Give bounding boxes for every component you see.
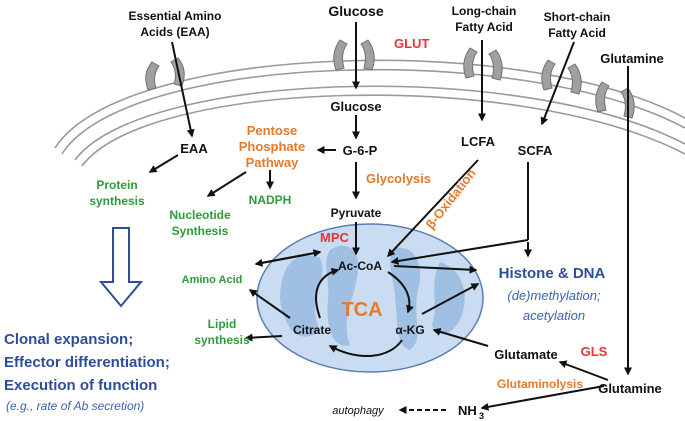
lipid-synthesis-label-2: synthesis — [194, 333, 250, 347]
ppp-label-2: Phosphate — [239, 139, 305, 154]
pathway-arrows — [148, 22, 632, 414]
nh3-label: NH — [458, 403, 477, 418]
pyruvate-label: Pyruvate — [331, 206, 382, 220]
lcfa-input-label-1: Long-chain — [452, 4, 517, 18]
nadph-label: NADPH — [249, 193, 292, 207]
glut-label: GLUT — [394, 36, 429, 51]
amino-acid-label: Amino Acid — [182, 274, 243, 286]
g6p-label: G-6-P — [343, 143, 378, 158]
glutamine-label: Glutamine — [598, 381, 662, 396]
glucose-label: Glucose — [330, 99, 381, 114]
glycolysis-label: Glycolysis — [366, 171, 431, 186]
outcome-line-2: Effector differentiation; — [4, 354, 170, 371]
accoa-label: Ac-CoA — [338, 259, 382, 273]
gls-label: GLS — [581, 344, 608, 359]
transporter-glut — [333, 39, 375, 71]
transporter-scfa — [541, 59, 582, 95]
akg-label: α-KG — [395, 323, 424, 337]
lcfa-input-label-2: Fatty Acid — [455, 20, 513, 34]
outcome-arrow — [98, 227, 144, 308]
outcome-line-1: Clonal expansion; — [4, 331, 133, 348]
ppp-label-1: Pentose — [247, 123, 298, 138]
lcfa-label: LCFA — [461, 134, 496, 149]
tca-label: TCA — [341, 299, 382, 321]
nh3-subscript: 3 — [479, 411, 484, 421]
mpc-label: MPC — [320, 230, 350, 245]
nucleotide-synthesis-label-1: Nucleotide — [169, 208, 231, 222]
autophagy-label: autophagy — [332, 405, 385, 417]
nucleotide-synthesis-label-2: Synthesis — [172, 224, 229, 238]
citrate-label: Citrate — [293, 323, 331, 337]
scfa-label: SCFA — [518, 143, 553, 158]
protein-synthesis-label-1: Protein — [96, 178, 137, 192]
glutaminolysis-label: Glutaminolysis — [497, 377, 583, 391]
eaa-input-label-2: Acids (EAA) — [140, 25, 209, 39]
methylation-label: (de)methylation; — [507, 288, 601, 303]
protein-synthesis-label-2: synthesis — [89, 194, 145, 208]
glutamine-input-label: Glutamine — [600, 51, 664, 66]
ppp-label-3: Pathway — [246, 155, 300, 170]
acetylation-label: acetylation — [523, 308, 585, 323]
eaa-input-label-1: Essential Amino — [129, 9, 222, 23]
histone-dna-label: Histone & DNA — [499, 265, 606, 282]
mitochondrion — [256, 223, 484, 373]
outcome-line-3: Execution of function — [4, 377, 157, 394]
transporter-lcfa — [463, 47, 503, 81]
scfa-input-label-1: Short-chain — [544, 10, 611, 24]
glucose-input-label: Glucose — [328, 3, 383, 19]
outcome-line-4: (e.g., rate of Ab secretion) — [6, 399, 144, 413]
eaa-label: EAA — [180, 141, 208, 156]
scfa-input-label-2: Fatty Acid — [548, 26, 606, 40]
glutamate-label: Glutamate — [494, 347, 558, 362]
lipid-synthesis-label-1: Lipid — [208, 317, 237, 331]
